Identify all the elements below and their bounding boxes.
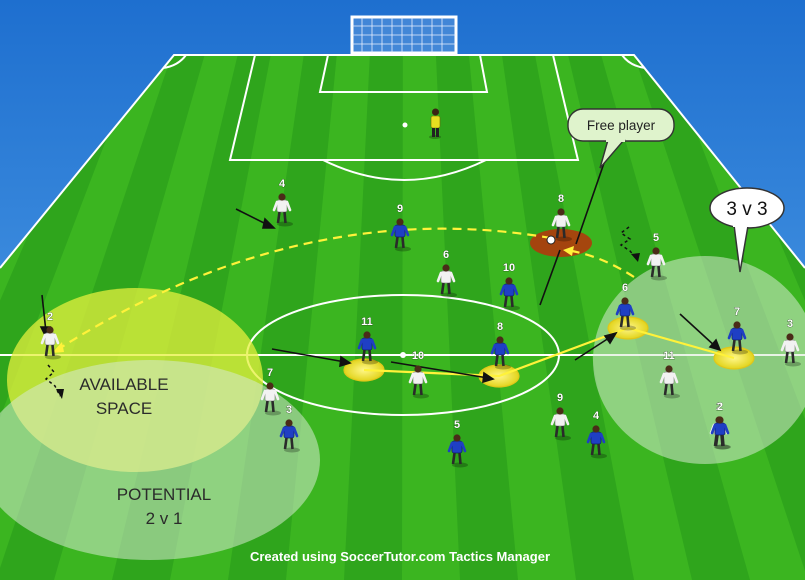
white-player-2-left: 2 (40, 311, 61, 360)
white-player-3: 3 (780, 318, 801, 367)
three-v-three-callout: 3 v 3 (709, 187, 785, 273)
player-number: 8 (558, 193, 564, 205)
blue-player-3: 3 (279, 404, 300, 453)
free-player-label: Free player (587, 118, 656, 133)
six-yard-box (318, 54, 489, 93)
player-number: 4 (279, 178, 286, 190)
potential-line1: POTENTIAL (117, 485, 211, 504)
white-player-10: 10 (408, 350, 429, 399)
blue-player-6: 6 (615, 282, 636, 331)
blue-player-10: 10 (499, 262, 520, 311)
player-number: 9 (397, 203, 403, 215)
white-player-4: 4 (272, 178, 293, 227)
player-number: 10 (412, 350, 424, 362)
blue-player-7: 7 (727, 306, 748, 355)
ball (546, 235, 556, 245)
player-number: 11 (361, 316, 373, 328)
blue-player-11: 11 (357, 316, 378, 365)
white-player-5: 5 (646, 232, 667, 281)
three-v-three-zone (593, 256, 805, 464)
white-player-7: 7 (260, 367, 281, 416)
blue-player-9: 9 (390, 203, 411, 252)
white-player-6: 6 (436, 249, 457, 298)
three-v-three-label: 3 v 3 (726, 199, 767, 220)
player-number: 11 (663, 350, 675, 362)
available-space-line2: SPACE (96, 399, 152, 418)
goal-frame (350, 15, 458, 55)
player-number: 6 (443, 249, 449, 261)
credit-text: Created using SoccerTutor.com Tactics Ma… (250, 549, 550, 564)
player-number: 3 (286, 404, 292, 416)
player-number: 10 (503, 262, 515, 274)
blue-player-2: 2 (710, 401, 731, 450)
player-number: 5 (653, 232, 659, 244)
player-number: 2 (717, 401, 723, 413)
player-number: 7 (734, 306, 740, 318)
white-player-8: 8 (551, 193, 572, 242)
zigzag-runs (44, 226, 637, 397)
goalkeeper (429, 108, 441, 139)
blue-player-5: 5 (447, 419, 468, 468)
player-number: 3 (787, 318, 793, 330)
player-number: 7 (267, 367, 273, 379)
white-player-9: 9 (550, 392, 571, 441)
potential-2v1-zone (0, 360, 320, 560)
available-space-line1: AVAILABLE (79, 375, 168, 394)
white-team: 4 6 8 5 2 7 10 9 11 2 3 (40, 178, 801, 450)
penalty-spot (402, 122, 408, 128)
player-number: 9 (557, 392, 563, 404)
player-number: 6 (622, 282, 628, 294)
cover-line (363, 326, 735, 378)
white-player-11: 11 (659, 350, 680, 399)
free-player-callout: Free player (567, 108, 675, 169)
player-number: 8 (497, 321, 503, 333)
potential-line2: 2 v 1 (146, 509, 183, 528)
player-number: 2 (47, 311, 53, 323)
penalty-arc (322, 159, 487, 181)
blue-team: 9 10 11 8 6 7 3 5 4 2 (279, 203, 748, 468)
switch-pass-line (56, 227, 552, 351)
ball-carrier-zone (530, 229, 592, 257)
player-number: 5 (454, 419, 460, 431)
blue-player-8: 8 (490, 321, 511, 370)
blue-player-4: 4 (586, 410, 607, 459)
player-number: 2 (716, 401, 722, 413)
player-number: 4 (593, 410, 600, 422)
